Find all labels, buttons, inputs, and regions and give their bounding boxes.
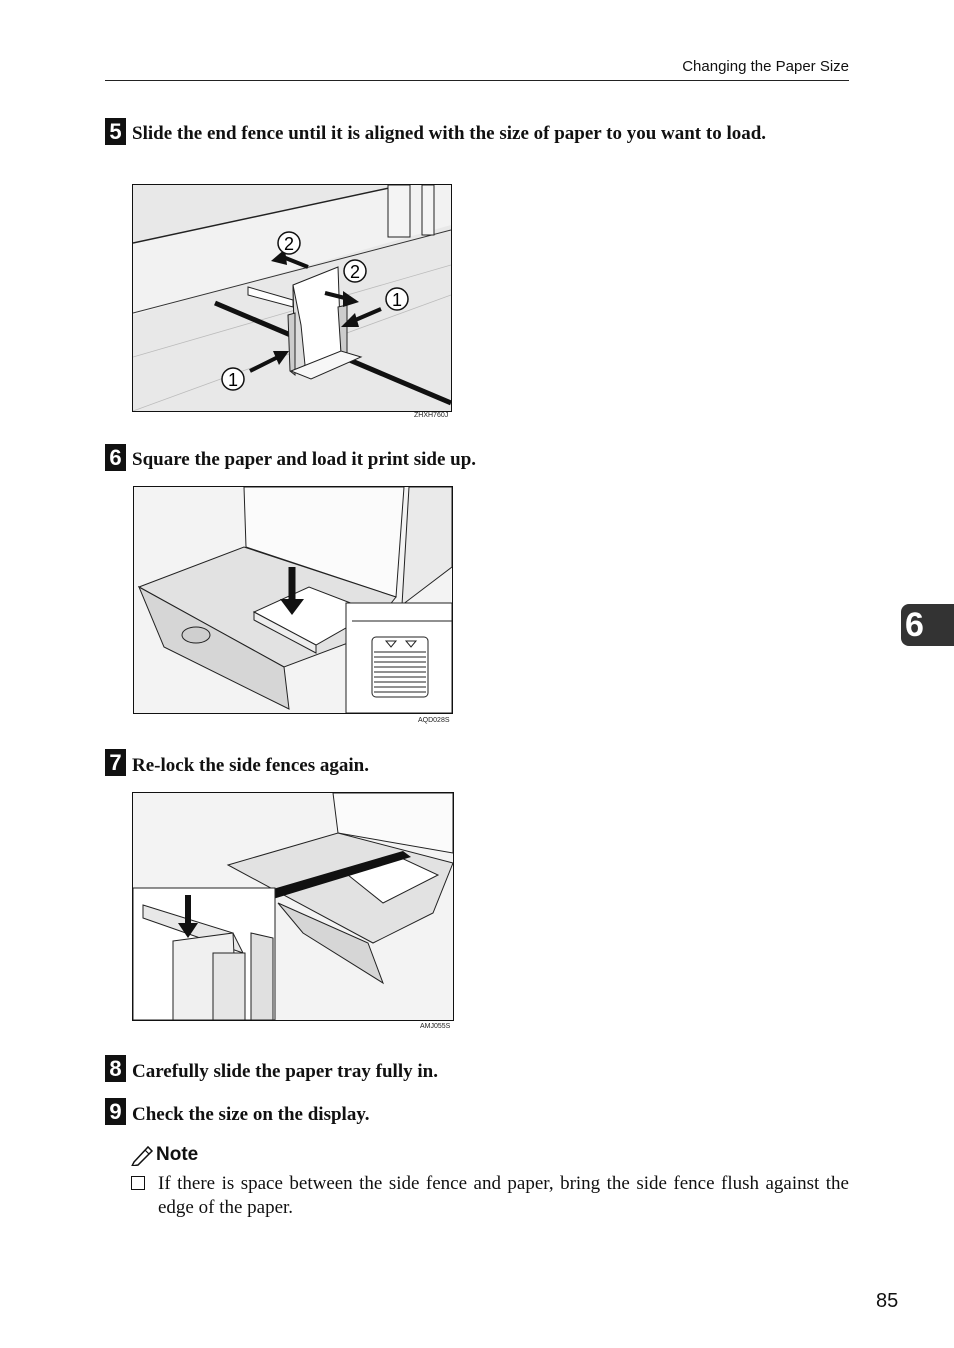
figure-code: AQD028S: [418, 717, 450, 724]
header-title: Changing the Paper Size: [682, 58, 849, 75]
chapter-tab: 6: [901, 604, 954, 646]
load-paper-illustration: [134, 487, 452, 713]
step-number: 6: [105, 444, 126, 471]
running-header: Changing the Paper Size: [105, 56, 849, 81]
relock-fences-illustration: [133, 793, 453, 1020]
note-item: If there is space between the side fence…: [158, 1173, 849, 1218]
callout-label: 2: [284, 234, 294, 254]
step-text: Square the paper and load it print side …: [132, 449, 477, 470]
step-number: 8: [105, 1055, 126, 1082]
step-number: 9: [105, 1098, 126, 1125]
figure-load-paper: [133, 486, 453, 714]
callout-label: 1: [228, 370, 238, 390]
callout-label: 2: [350, 262, 360, 282]
checkbox-bullet-icon: [131, 1176, 145, 1190]
figure-end-fence: 2 2 1 1: [132, 184, 452, 412]
step-text: Re-lock the side fences again.: [132, 755, 369, 776]
step-number: 7: [105, 749, 126, 776]
step-text: Slide the end fence until it is aligned …: [132, 123, 767, 144]
step-number: 5: [105, 118, 126, 145]
page-number: 85: [876, 1290, 899, 1312]
end-fence-illustration: 2 2 1 1: [133, 185, 451, 411]
figure-code: AMJ055S: [420, 1023, 451, 1030]
callout-label: 1: [392, 290, 402, 310]
figure-code: ZHXH760J: [414, 412, 449, 419]
pencil-icon: [131, 1145, 154, 1166]
step-text: Check the size on the display.: [132, 1104, 370, 1125]
callout-markers: 2 2 1 1: [221, 231, 409, 391]
figure-relock-fences: [132, 792, 454, 1021]
note-title: Note: [156, 1144, 199, 1165]
step-text: Carefully slide the paper tray fully in.: [132, 1061, 438, 1082]
